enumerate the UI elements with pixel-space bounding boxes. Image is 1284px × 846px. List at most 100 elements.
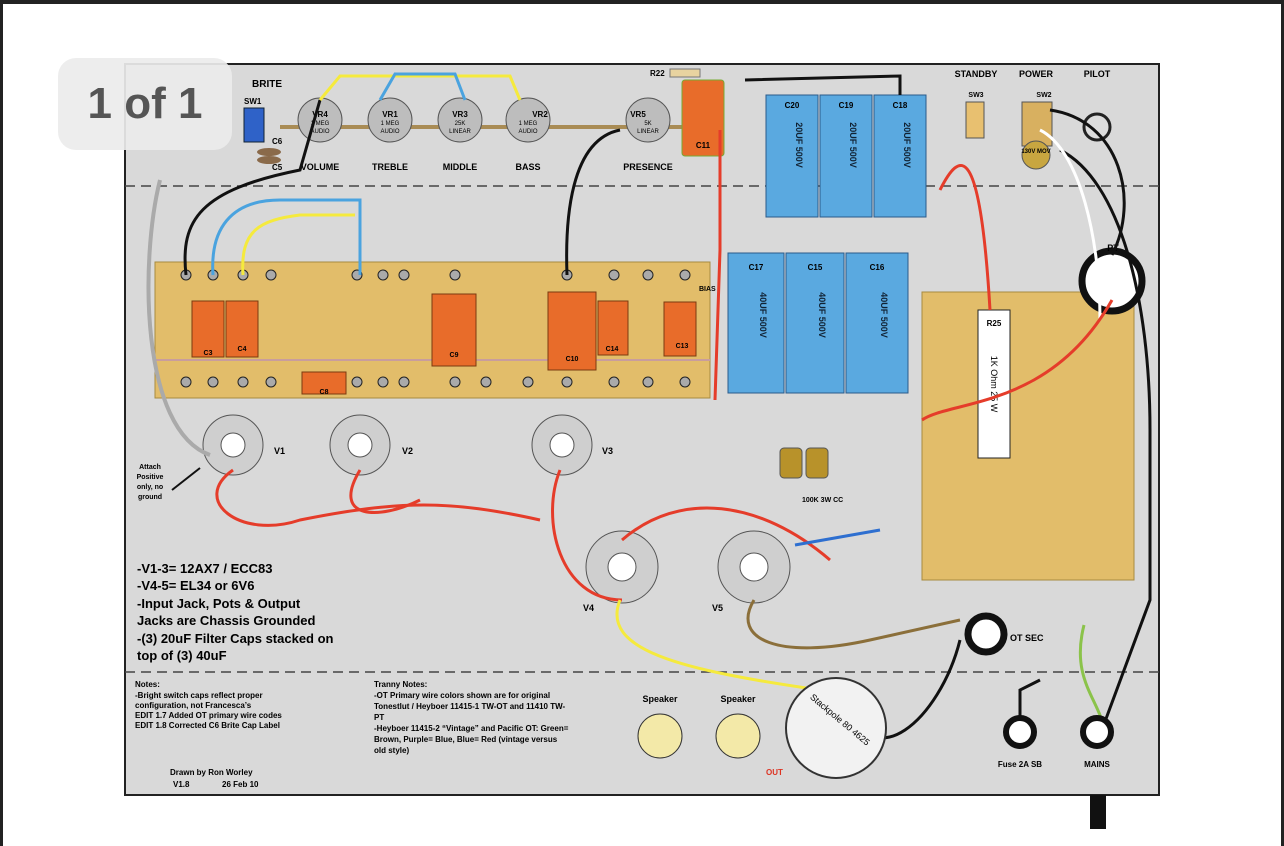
brite-switch xyxy=(243,107,265,143)
pot-val: 1 MEG xyxy=(519,121,538,127)
pot-ref: VR5 xyxy=(630,110,646,119)
pot-label: TREBLE xyxy=(372,162,408,172)
pt-label: PT xyxy=(1107,243,1119,253)
c11-cap xyxy=(681,79,725,157)
credit-version: V1.8 xyxy=(173,780,190,789)
pot-type: LINEAR xyxy=(637,129,659,135)
fuse-label: Fuse 2A SB xyxy=(998,760,1042,769)
filter-caps-top: C20 C19 C18 20UF 500V 20UF 500V 20UF 500… xyxy=(765,94,927,218)
mains-inlet xyxy=(1080,715,1114,749)
window-left-edge xyxy=(0,0,3,846)
speaker2-label: Speaker xyxy=(720,694,756,704)
pot-ref: VR3 xyxy=(452,110,468,119)
cap-val: 20UF 500V xyxy=(794,122,804,168)
speaker1-label: Speaker xyxy=(642,694,678,704)
cap-ref: C20 xyxy=(785,101,800,110)
window-right-edge xyxy=(1281,0,1284,846)
pilot-lamp xyxy=(1082,112,1112,142)
r25-label: R25 xyxy=(987,319,1002,328)
cap-val: 20UF 500V xyxy=(902,122,912,168)
cap-val: 40UF 500V xyxy=(758,292,768,338)
pot-vr5: VR5 5K LINEAR PRESENCE xyxy=(623,97,673,172)
pot-label: BASS xyxy=(515,162,540,172)
note-line: -V4-5= EL34 or 6V6 xyxy=(137,578,254,593)
ot-sec-jack xyxy=(964,612,1008,656)
tranny-notes: Tranny Notes: -OT Primary wire colors sh… xyxy=(374,680,569,755)
pot-type: AUDIO xyxy=(518,129,537,135)
cap-ref: C10 xyxy=(566,356,579,363)
tranny-line: Brown, Purple= Blue, Blue= Red (vintage … xyxy=(374,735,558,744)
pot-vr4: VR4 1 MEG AUDIO VOLUME xyxy=(297,97,343,172)
pot-val: 1 MEG xyxy=(311,121,330,127)
c6-label: C6 xyxy=(272,137,283,146)
standby-label: STANDBY xyxy=(955,69,998,79)
fuse-holder xyxy=(1003,715,1037,749)
pot-vr3: VR3 25K LINEAR MIDDLE xyxy=(437,97,483,172)
cap-ref: C9 xyxy=(450,352,459,359)
pot-val: 25K xyxy=(455,121,466,127)
out-label: OUT xyxy=(766,768,783,777)
window-top-edge xyxy=(0,0,1284,4)
tranny-line: PT xyxy=(374,713,384,722)
c5-label: C5 xyxy=(272,163,283,172)
speaker-jack-1 xyxy=(637,713,683,759)
attach-line: only, no xyxy=(137,484,163,491)
power-switch xyxy=(1021,101,1053,147)
cap-ref: C8 xyxy=(320,389,329,396)
brite-label: BRITE xyxy=(252,79,282,90)
pot-ref: VR1 xyxy=(382,110,398,119)
notes-line: EDIT 1.8 Corrected C6 Brite Cap Label xyxy=(135,721,280,730)
cap-ref: C18 xyxy=(893,101,908,110)
r25-value: 1K Ohm 25 W xyxy=(989,356,999,413)
cap-ref: C17 xyxy=(749,263,764,272)
power-turret-board xyxy=(921,291,1135,581)
filter-caps-bottom: C17 C15 C16 40UF 500V 40UF 500V 40UF 500… xyxy=(727,252,909,394)
tube-sockets xyxy=(202,414,791,604)
cap-ref: C16 xyxy=(870,263,885,272)
tranny-line: -OT Primary wire colors shown are for or… xyxy=(374,691,550,700)
ot-sec-label: OT SEC xyxy=(1010,633,1044,643)
impedance-selector xyxy=(785,677,887,779)
cc-label: 100K 3W CC xyxy=(802,497,843,504)
cap-ref: C14 xyxy=(606,346,619,353)
sw2-label: SW2 xyxy=(1036,92,1051,99)
credit: Drawn by Ron Worley V1.8 26 Feb 10 xyxy=(170,768,259,789)
tranny-title: Tranny Notes: xyxy=(374,680,427,689)
pot-vr2: VR2 1 MEG AUDIO BASS xyxy=(505,97,551,172)
notes-title: Notes: xyxy=(135,680,160,689)
mains-label: MAINS xyxy=(1084,760,1110,769)
cap-val: 40UF 500V xyxy=(817,292,827,338)
v1-label: V1 xyxy=(274,446,285,456)
note-line: -(3) 20uF Filter Caps stacked on xyxy=(137,631,334,646)
v4-label: V4 xyxy=(583,603,594,613)
v2-label: V2 xyxy=(402,446,413,456)
pot-val: 1 MEG xyxy=(381,121,400,127)
cap-ref: C13 xyxy=(676,343,689,350)
page-indicator: 1 of 1 xyxy=(58,58,232,150)
tranny-line: old style) xyxy=(374,746,409,755)
attach-line: Positive xyxy=(137,474,164,481)
note-line: top of (3) 40uF xyxy=(137,648,227,663)
sw3-label: SW3 xyxy=(968,92,983,99)
r22-label: R22 xyxy=(650,69,665,78)
note-line: -V1-3= 12AX7 / ECC83 xyxy=(137,561,272,576)
cap-ref: C19 xyxy=(839,101,854,110)
attach-line: Attach xyxy=(139,464,161,471)
tranny-line: Tonestlut / Heyboer 11415-1 TW-OT and 11… xyxy=(374,702,565,711)
pot-ref: VR2 xyxy=(532,110,548,119)
cap-val: 20UF 500V xyxy=(848,122,858,168)
speaker-jack-2 xyxy=(715,713,761,759)
scroll-handle[interactable] xyxy=(1090,795,1106,829)
r25-resistor xyxy=(977,309,1011,459)
pot-label: PRESENCE xyxy=(623,162,673,172)
pilot-label: PILOT xyxy=(1084,69,1111,79)
power-label: POWER xyxy=(1019,69,1054,79)
main-board-turrets xyxy=(180,269,691,388)
credit-date: 26 Feb 10 xyxy=(222,780,259,789)
c11-label: C11 xyxy=(696,141,711,150)
pot-label: MIDDLE xyxy=(443,162,478,172)
cap-val: 40UF 500V xyxy=(879,292,889,338)
note-line: -Input Jack, Pots & Output xyxy=(137,596,301,611)
